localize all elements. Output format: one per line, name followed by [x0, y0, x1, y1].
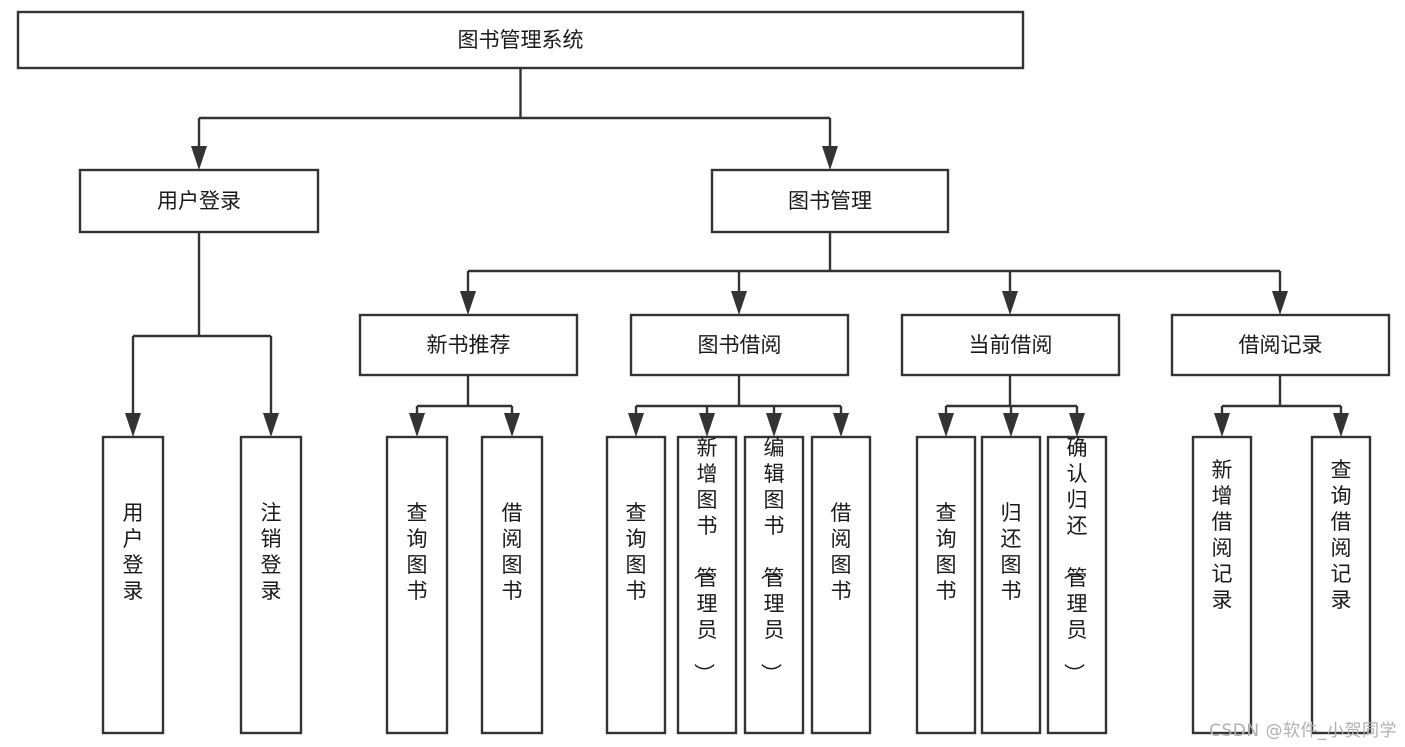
arrow-current-borrow-leaf-1 [938, 413, 954, 437]
node-borrow-record[interactable]: 借阅记录 [1170, 313, 1391, 377]
arrow-user-login-leaf-2 [263, 413, 279, 437]
node-book-management[interactable]: 图书管理 [710, 168, 950, 234]
node-leaf-new-book-borrow[interactable]: 借阅图书 [480, 435, 544, 735]
arrow-book-borrow-leaf-1 [628, 413, 644, 437]
node-leaf-book-borrow-query[interactable]: 查询图书 [605, 435, 667, 735]
node-leaf-new-book-borrow-label: 借阅图书 [502, 501, 523, 603]
node-leaf-book-borrow-add[interactable]: 新增图书（管理员） [676, 435, 738, 735]
node-new-book-recommend-label: 新书推荐 [427, 333, 511, 357]
node-leaf-book-borrow-edit[interactable]: 编辑图书（管理员） [743, 435, 805, 735]
node-book-borrow[interactable]: 图书借阅 [629, 313, 850, 377]
node-leaf-new-book-query-label: 查询图书 [407, 501, 428, 603]
node-leaf-book-borrow-add-label: 新增图书（管理员） [692, 436, 718, 684]
arrow-book-borrow-leaf-4 [833, 413, 849, 437]
arrow-to-book-borrow [731, 291, 747, 315]
node-leaf-borrow-record-query-label: 查询借阅记录 [1331, 458, 1352, 612]
arrow-to-borrow-record [1272, 291, 1288, 315]
node-leaf-new-book-query[interactable]: 查询图书 [385, 435, 449, 735]
node-borrow-record-label: 借阅记录 [1239, 333, 1323, 357]
connector-layer [125, 68, 1349, 437]
node-root-book-management-system[interactable]: 图书管理系统 [16, 10, 1025, 70]
arrow-book-borrow-leaf-3 [766, 413, 782, 437]
node-leaf-user-login-login[interactable]: 用户登录 [101, 435, 165, 735]
arrow-borrow-record-leaf-1 [1214, 413, 1230, 437]
arrow-new-book-leaf-1 [409, 413, 425, 437]
arrow-to-new-book-recommend [460, 291, 476, 315]
node-leaf-book-borrow-edit-label: 编辑图书（管理员） [759, 436, 785, 684]
node-leaf-book-borrow-borrow[interactable]: 借阅图书 [810, 435, 872, 735]
node-leaf-borrow-record-add[interactable]: 新增借阅记录 [1191, 435, 1253, 735]
arrow-root-to-user-login [191, 146, 207, 170]
node-current-borrow-label: 当前借阅 [969, 333, 1053, 357]
node-leaf-current-borrow-confirm[interactable]: 确认归还（管理员） [1046, 435, 1108, 735]
node-leaf-current-borrow-return[interactable]: 归还图书 [980, 435, 1042, 735]
node-book-management-label: 图书管理 [788, 189, 872, 213]
node-current-borrow[interactable]: 当前借阅 [900, 313, 1121, 377]
arrow-user-login-leaf-1 [125, 413, 141, 437]
node-root-label: 图书管理系统 [458, 28, 584, 52]
node-leaf-book-borrow-query-label: 查询图书 [626, 501, 647, 603]
arrow-to-current-borrow [1002, 291, 1018, 315]
node-book-borrow-label: 图书借阅 [698, 333, 782, 357]
arrow-borrow-record-leaf-2 [1333, 413, 1349, 437]
node-leaf-current-borrow-confirm-label: 确认归还（管理员） [1062, 436, 1088, 684]
arrow-current-borrow-leaf-2 [1003, 413, 1019, 437]
arrow-current-borrow-leaf-3 [1069, 413, 1085, 437]
node-leaf-borrow-record-query[interactable]: 查询借阅记录 [1310, 435, 1372, 735]
arrow-root-to-book-manage [822, 146, 838, 170]
node-leaf-current-borrow-query[interactable]: 查询图书 [915, 435, 977, 735]
node-user-login[interactable]: 用户登录 [78, 168, 320, 234]
node-leaf-user-login-logout-label: 注销登录 [261, 501, 282, 603]
arrow-book-borrow-leaf-2 [699, 413, 715, 437]
arrow-new-book-leaf-2 [504, 413, 520, 437]
node-leaf-user-login-logout[interactable]: 注销登录 [239, 435, 303, 735]
node-user-login-label: 用户登录 [157, 189, 241, 213]
node-leaf-book-borrow-borrow-label: 借阅图书 [831, 501, 852, 603]
node-new-book-recommend[interactable]: 新书推荐 [358, 313, 579, 377]
node-leaf-borrow-record-add-label: 新增借阅记录 [1212, 458, 1233, 612]
node-leaf-user-login-login-label: 用户登录 [123, 501, 144, 603]
node-leaf-current-borrow-return-label: 归还图书 [1001, 501, 1022, 603]
node-leaf-current-borrow-query-label: 查询图书 [936, 501, 957, 603]
